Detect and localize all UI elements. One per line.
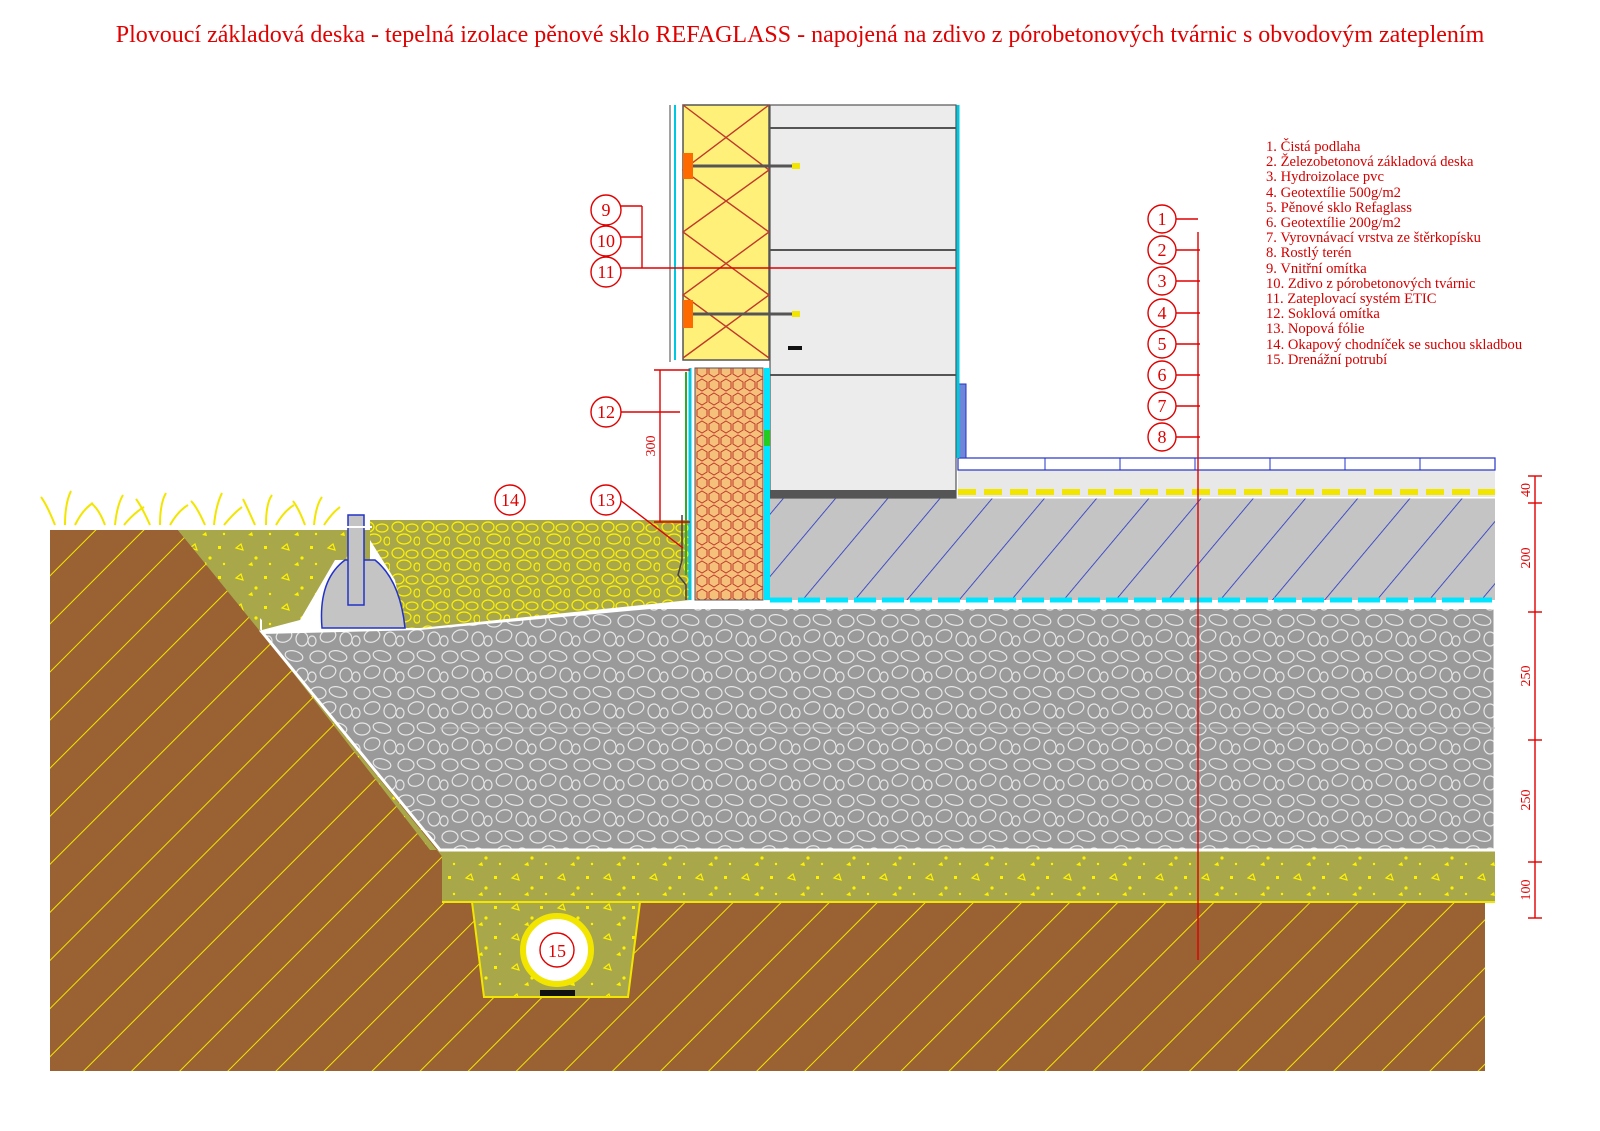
callout-15 (539, 932, 575, 968)
drawing-title: Plovoucí základová deska - tepelná izola… (115, 22, 1485, 48)
callout-5 (1147, 329, 1177, 359)
legend-item: 8. Rostlý terén (1266, 245, 1352, 262)
legend-item: 9. Vnitřní omítka (1266, 260, 1367, 277)
callout-4 (1147, 298, 1177, 328)
drip-path-gravel (370, 520, 690, 628)
callout-7 (1147, 391, 1177, 421)
legend-item: 14. Okapový chodníček se suchou skladbou (1266, 336, 1523, 353)
callout-8-label: 8 (1158, 427, 1167, 447)
callout-9-label: 9 (602, 200, 611, 220)
aerated-concrete-wall (769, 104, 957, 499)
callout-4-label: 4 (1158, 303, 1167, 323)
reinforced-concrete-slab (770, 497, 1495, 600)
callout-6-label: 6 (1158, 365, 1167, 385)
legend-item: 3. Hydroizolace pvc (1266, 169, 1384, 186)
legend-item: 15. Drenážní potrubí (1266, 351, 1388, 368)
callout-1-label: 1 (1158, 209, 1167, 229)
legend-item: 7. Vyrovnávací vrstva ze štěrkopísku (1266, 230, 1481, 247)
grass-tufts (40, 490, 341, 526)
dim-gravel: 100 (1519, 880, 1534, 901)
callout-6 (1147, 360, 1177, 390)
dimple-membrane (677, 515, 687, 600)
legend-item: 10. Zdivo z pórobetonových tvárnic (1266, 275, 1476, 292)
edge-curb (347, 514, 365, 606)
plinth-insulation (694, 367, 764, 601)
dim-slab: 200 (1519, 548, 1534, 569)
legend-item: 13. Nopová fólie (1266, 321, 1365, 338)
callout-7-label: 7 (1158, 396, 1167, 416)
callout-2 (1147, 235, 1177, 265)
callout-9 (590, 194, 622, 226)
legend-item: 2. Železobetonová základová deska (1266, 154, 1474, 171)
dim-glass-upper: 250 (1519, 666, 1534, 687)
callout-11-label: 11 (597, 262, 614, 282)
callout-8 (1147, 422, 1177, 452)
callout-12 (590, 396, 622, 428)
drain-base (540, 990, 575, 996)
legend-item: 11. Zateplovací systém ETIC (1266, 291, 1437, 308)
callout-5-label: 5 (1158, 334, 1167, 354)
callout-10 (590, 225, 622, 257)
callout-15-label: 15 (548, 941, 566, 961)
legend-item: 4. Geotextílie 500g/m2 (1266, 184, 1401, 201)
callout-3-label: 3 (1158, 271, 1167, 291)
insulation-anchors (683, 153, 802, 350)
callout-3 (1147, 266, 1177, 296)
callout-13-label: 13 (597, 490, 615, 510)
callout-12-label: 12 (597, 402, 615, 422)
dim-floor: 40 (1519, 483, 1534, 497)
callout-14-label: 14 (501, 490, 519, 510)
callout-14 (494, 484, 526, 516)
callout-13 (590, 484, 622, 516)
native-soil (50, 530, 1485, 1071)
callout-1 (1147, 204, 1177, 234)
legend-item: 6. Geotextílie 200g/m2 (1266, 215, 1401, 232)
etics-insulation (682, 104, 770, 361)
callout-2-label: 2 (1158, 240, 1167, 260)
dim-plinth: 300 (644, 436, 659, 457)
floor-finish (957, 457, 1496, 471)
gravel-bed-under-slab (442, 850, 1495, 902)
legend-item: 5. Pěnové sklo Refaglass (1266, 199, 1412, 216)
callout-11 (590, 256, 622, 288)
legend-item: 12. Soklová omítka (1266, 306, 1380, 323)
dim-glass-lower: 250 (1519, 790, 1534, 811)
callout-10-label: 10 (597, 231, 615, 251)
legend-item: 1. Čistá podlaha (1266, 139, 1361, 155)
